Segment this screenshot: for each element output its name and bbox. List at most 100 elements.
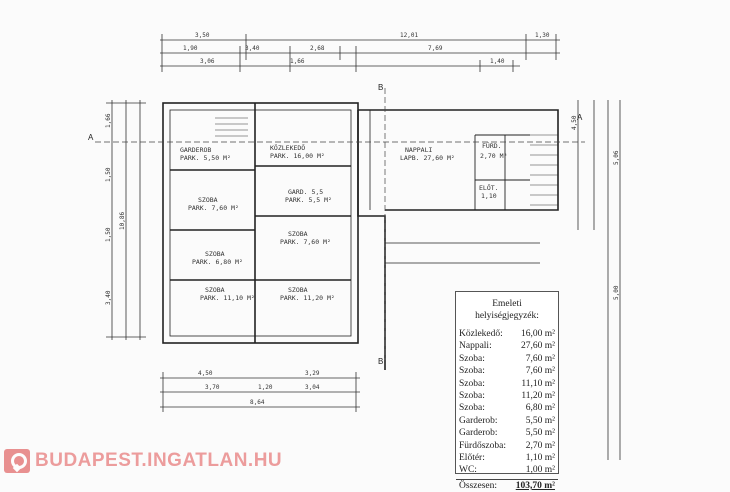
- schedule-row: Szoba: 7,60 m²: [456, 365, 558, 377]
- right-dim-2: 5,06: [613, 150, 620, 165]
- room-garderob1-area: PARK. 5,50 M²: [180, 154, 231, 162]
- room-szoba3-name: SZOBA: [288, 230, 308, 238]
- room-szoba1-name: SZOBA: [198, 196, 218, 204]
- schedule-row: Szoba: 11,20 m²: [456, 390, 558, 402]
- top-dim-2-4: 7,69: [428, 45, 443, 52]
- schedule-row: Szoba: 11,10 m²: [456, 378, 558, 390]
- schedule-title-line1: Emeleti: [492, 299, 522, 309]
- row-label: Fürdőszoba:: [459, 440, 506, 451]
- top-dim-1-2: 12,01: [400, 32, 418, 39]
- total-label: Összesen:: [459, 480, 497, 491]
- row-label: Garderob:: [459, 415, 498, 426]
- left-dim-1: 1,66: [105, 113, 112, 128]
- row-label: Nappali:: [459, 341, 492, 352]
- room-garderob2-area: PARK. 5,5 M²: [285, 196, 332, 204]
- schedule-row: Fürdőszoba: 2,70 m²: [456, 440, 558, 452]
- room-szoba1-area: PARK. 7,60 M²: [188, 204, 239, 212]
- room-eloter-name: ELŐT.: [479, 183, 499, 192]
- bottom-dim-2-1: 3,70: [205, 384, 220, 391]
- room-furdo-area: 2,70 M²: [480, 152, 507, 160]
- bottom-dim-1-1: 4,50: [198, 370, 213, 377]
- schedule-row: Nappali: 27,60 m²: [456, 340, 558, 352]
- top-dim-3-1: 3,06: [200, 58, 215, 65]
- row-label: Előtér:: [459, 453, 485, 464]
- schedule-row: Közlekedő: 16,00 m²: [456, 328, 558, 340]
- top-dim-2-1: 1,90: [183, 45, 198, 52]
- row-value: 16,00 m²: [521, 329, 555, 339]
- row-label: Garderob:: [459, 428, 498, 439]
- map-pin-logo-icon: [4, 449, 30, 473]
- watermark: BUDAPEST.INGATLAN.HU: [4, 448, 290, 474]
- section-mark-a-right: A: [577, 113, 583, 122]
- row-value: 2,70 m²: [525, 440, 555, 451]
- row-value: 27,60 m²: [521, 341, 555, 352]
- top-dim-1-1: 3,50: [195, 32, 210, 39]
- row-value: 6,80 m²: [525, 403, 555, 414]
- bottom-dimension-lines: [160, 372, 360, 412]
- row-label: Szoba:: [459, 366, 485, 377]
- bottom-dim-2-3: 3,04: [305, 384, 320, 391]
- room-kozlekedo-name: KÖZLEKEDŐ: [270, 143, 305, 152]
- row-value: 1,00 m²: [525, 465, 555, 476]
- top-dimension-lines: [160, 34, 560, 72]
- room-szoba4-name: SZOBA: [205, 286, 225, 294]
- floor-plan-drawing: 3,50 12,01 1,30 1,90 3,40 2,68 7,69 3,06…: [88, 32, 621, 460]
- room-szoba2-name: SZOBA: [205, 250, 225, 258]
- row-value: 7,60 m²: [525, 353, 555, 364]
- schedule-total-row: Összesen: 103,70 m²: [456, 478, 558, 492]
- room-szoba4-area: PARK. 11,10 M²: [200, 294, 255, 302]
- room-garderob1-name: GARDEROB: [180, 146, 211, 154]
- row-label: Szoba:: [459, 391, 485, 402]
- bottom-dim-1-2: 3,29: [305, 370, 320, 377]
- room-labels: GARDEROB PARK. 5,50 M² KÖZLEKEDŐ PARK. 1…: [180, 141, 507, 302]
- schedule-row: Garderob: 5,50 m²: [456, 427, 558, 439]
- section-lines: [95, 88, 585, 360]
- row-value: 11,10 m²: [521, 378, 555, 389]
- left-dim-3: 1,50: [105, 227, 112, 242]
- schedule-title: Emeleti helyiségjegyzék:: [456, 292, 558, 322]
- left-dim-5: 10,86: [119, 212, 126, 230]
- row-label: WC:: [459, 465, 477, 476]
- room-schedule-table: Emeleti helyiségjegyzék: Közlekedő: 16,00…: [455, 291, 559, 491]
- right-dim-3: 5,00: [613, 285, 620, 300]
- row-value: 1,10 m²: [525, 453, 555, 464]
- row-value: 5,50 m²: [525, 428, 555, 439]
- schedule-row: Garderob: 5,50 m²: [456, 415, 558, 427]
- right-dimension-lines: [577, 100, 621, 460]
- stair-treads: [215, 117, 558, 206]
- bottom-dim-3-1: 8,64: [250, 399, 265, 406]
- top-dim-3-2: 1,66: [290, 58, 305, 65]
- walls: [162, 102, 559, 370]
- section-mark-a-left: A: [88, 133, 94, 142]
- left-dimension-lines: [106, 100, 146, 340]
- room-kozlekedo-area: PARK. 16,00 M²: [270, 152, 325, 160]
- schedule-row: Előtér: 1,10 m²: [456, 452, 558, 464]
- room-nappali-area: LAPB. 27,60 M²: [400, 154, 455, 162]
- bottom-dim-2-2: 1,20: [258, 384, 273, 391]
- row-value: 7,60 m²: [525, 366, 555, 377]
- row-value: 5,50 m²: [525, 415, 555, 426]
- watermark-text: BUDAPEST.INGATLAN.HU: [35, 450, 283, 471]
- room-garderob2-name: GARD. 5,5: [288, 188, 323, 196]
- total-value: 103,70 m²: [515, 480, 555, 491]
- row-label: Közlekedő:: [459, 329, 503, 339]
- row-value: 11,20 m²: [521, 391, 555, 402]
- left-dim-4: 3,40: [105, 290, 112, 305]
- schedule-row: WC: 1,00 m²: [456, 464, 558, 476]
- room-nappali-name: NAPPALI: [405, 146, 432, 154]
- room-szoba2-area: PARK. 6,80 M²: [192, 258, 243, 266]
- right-dim-1: 4,50: [571, 115, 578, 130]
- schedule-title-line2: helyiségjegyzék:: [475, 311, 539, 321]
- section-mark-b-top: B: [378, 83, 383, 92]
- top-dim-1-3: 1,30: [535, 32, 550, 39]
- top-dim-3-3: 1,40: [490, 58, 505, 65]
- room-szoba3-area: PARK. 7,60 M²: [280, 238, 331, 246]
- section-mark-b-bottom: B: [378, 357, 383, 366]
- row-label: Szoba:: [459, 378, 485, 389]
- left-dim-2: 1,50: [105, 167, 112, 182]
- schedule-row: Szoba:7,60 m²: [456, 353, 558, 365]
- schedule-row: Szoba:6,80 m²: [456, 402, 558, 414]
- room-szoba5-name: SZOBA: [288, 286, 308, 294]
- room-eloter-area: 1,10: [481, 192, 497, 200]
- top-dim-2-3: 2,68: [310, 45, 325, 52]
